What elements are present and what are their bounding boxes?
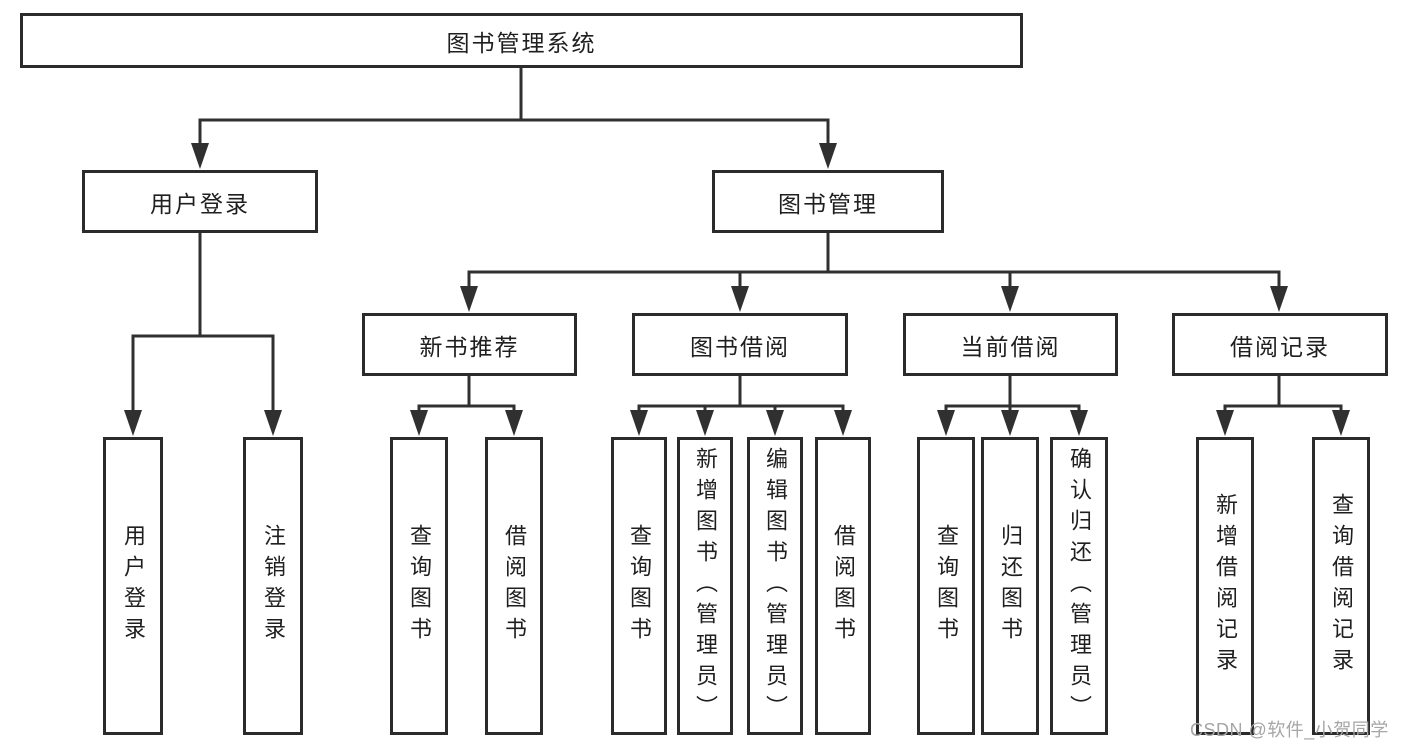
node-leaf-edit-books-admin: 编辑图书（管理员） — [747, 437, 803, 735]
node-book-borrowing: 图书借阅 — [632, 313, 848, 376]
node-label: 归还图书 — [998, 524, 1023, 648]
node-label: 图书管理系统 — [446, 29, 597, 56]
node-label: 新增图书（管理员） — [693, 446, 718, 726]
node-label: 查询图书 — [934, 524, 959, 648]
node-leaf-query-books: 查询图书 — [917, 437, 975, 735]
node-book-management: 图书管理 — [712, 170, 944, 233]
node-leaf-add-borrow-record: 新增借阅记录 — [1196, 437, 1254, 735]
node-label: 借阅图书 — [502, 524, 527, 648]
node-label: 新增借阅记录 — [1213, 493, 1238, 679]
node-library-management-system: 图书管理系统 — [20, 13, 1023, 68]
node-label: 借阅图书 — [831, 524, 856, 648]
node-leaf-add-books-admin: 新增图书（管理员） — [677, 437, 733, 735]
node-label: 新书推荐 — [419, 333, 520, 360]
arrowheads — [124, 143, 1350, 436]
node-leaf-borrow-books: 借阅图书 — [815, 437, 871, 735]
node-leaf-return-books: 归还图书 — [981, 437, 1039, 735]
node-label: 图书管理 — [778, 190, 878, 217]
node-label: 查询借阅记录 — [1329, 493, 1354, 679]
node-user-login: 用户登录 — [82, 170, 318, 233]
node-new-book-recommendation: 新书推荐 — [362, 313, 577, 376]
node-label: 当前借阅 — [960, 333, 1061, 360]
csdn-watermark: CSDN @软件_小贺同学 — [1190, 720, 1389, 740]
node-label: 注销登录 — [261, 524, 286, 648]
node-label: 用户登录 — [150, 190, 250, 217]
node-leaf-query-borrow-record: 查询借阅记录 — [1312, 437, 1370, 735]
node-leaf-query-books: 查询图书 — [390, 437, 448, 735]
node-leaf-confirm-return-admin: 确认归还（管理员） — [1050, 437, 1108, 735]
node-label: 编辑图书（管理员） — [763, 446, 788, 726]
node-label: 查询图书 — [407, 524, 432, 648]
node-borrowing-records: 借阅记录 — [1172, 313, 1388, 376]
node-label: 查询图书 — [627, 524, 652, 648]
node-current-borrowing: 当前借阅 — [903, 313, 1118, 376]
node-label: 用户登录 — [121, 524, 146, 648]
node-label: 借阅记录 — [1230, 333, 1330, 360]
node-leaf-borrow-books: 借阅图书 — [485, 437, 543, 735]
node-label: 确认归还（管理员） — [1067, 446, 1092, 726]
node-leaf-logout: 注销登录 — [243, 437, 303, 735]
node-label: 图书借阅 — [690, 333, 790, 360]
node-leaf-user-login: 用户登录 — [103, 437, 163, 735]
node-leaf-query-books: 查询图书 — [611, 437, 667, 735]
